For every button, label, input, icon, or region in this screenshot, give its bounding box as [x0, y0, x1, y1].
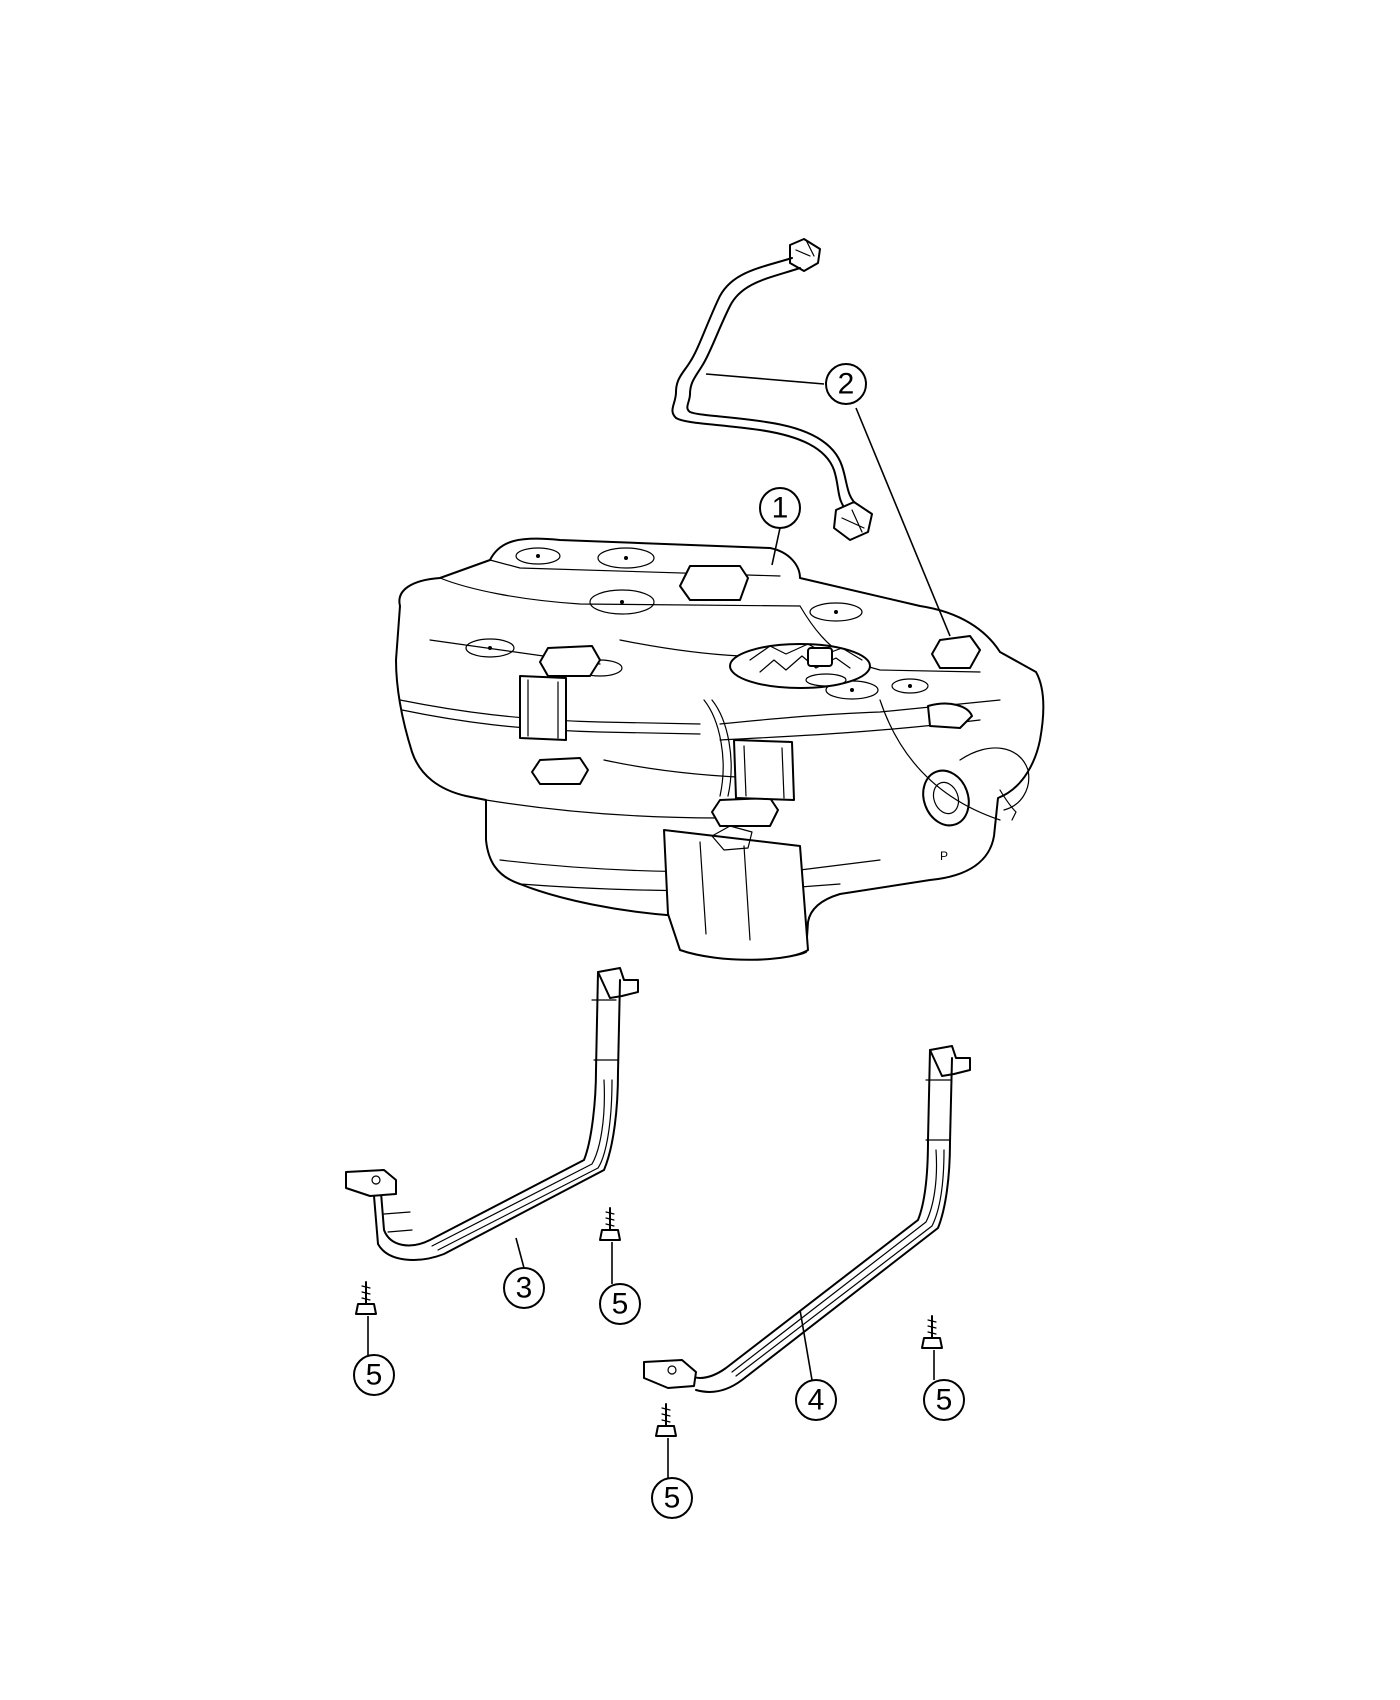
callout-2: 2 [825, 363, 867, 405]
tank-strap-part-3 [345, 967, 639, 1261]
callout-1: 1 [759, 487, 801, 529]
callout-3: 3 [503, 1267, 545, 1309]
heat-shield [663, 825, 809, 961]
callout-5-b-label: 5 [366, 1359, 383, 1392]
callout-4: 4 [795, 1379, 837, 1421]
callout-5-a: 5 [599, 1283, 641, 1325]
bolt-part-5-b [355, 1281, 377, 1315]
callout-5-d-label: 5 [664, 1482, 681, 1515]
callout-5-d: 5 [651, 1477, 693, 1519]
fuel-line-part-2 [671, 238, 873, 541]
fuel-tank-part-1: P [395, 537, 1045, 961]
callout-5-a-label: 5 [612, 1288, 629, 1321]
callout-5-c-label: 5 [936, 1384, 953, 1417]
bolt-part-5-a [599, 1207, 621, 1241]
callout-3-label: 3 [516, 1272, 533, 1305]
leader-lines [367, 373, 951, 1478]
callout-1-label: 1 [772, 492, 789, 525]
callout-2-label: 2 [838, 368, 855, 401]
tank-strap-part-4 [643, 1045, 971, 1393]
callout-5-c: 5 [923, 1379, 965, 1421]
tank-mark-label: P [940, 849, 948, 863]
fuel-pump-module [729, 643, 871, 689]
bolt-part-5-d [655, 1403, 677, 1437]
callout-5-b: 5 [353, 1354, 395, 1396]
bolt-part-5-c [921, 1315, 943, 1349]
callout-4-label: 4 [808, 1384, 825, 1417]
